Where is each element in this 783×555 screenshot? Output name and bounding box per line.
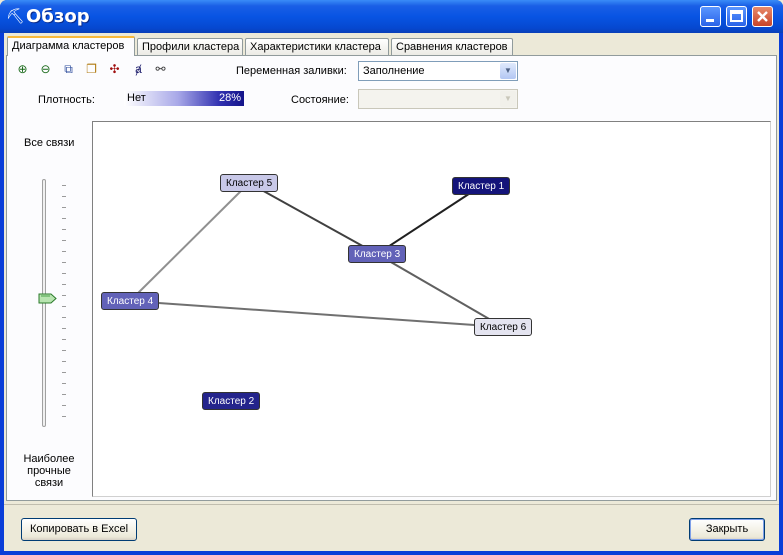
cluster-diagram-canvas[interactable]: Кластер 5 Кластер 1 Кластер 3 Кластер 4 Клас… [92, 121, 771, 497]
density-percent: 28% [218, 92, 241, 104]
cluster-node-c2[interactable]: Кластер 2 [202, 392, 261, 410]
chevron-down-icon[interactable]: ▼ [500, 63, 516, 79]
density-none-label: Нет [127, 92, 146, 104]
footer-divider [4, 504, 779, 505]
edge-c5-c4 [129, 182, 250, 302]
close-icon [757, 11, 768, 22]
strongest-links-label: Наиболее прочные связи [23, 453, 75, 489]
shading-variable-label: Переменная заливки: [236, 65, 347, 77]
copy-icon[interactable]: ⧉ [64, 62, 73, 76]
zoom-in-icon[interactable]: ⊕ [17, 62, 28, 76]
fit-to-window-icon[interactable]: ✣ [109, 62, 120, 76]
title-bar[interactable]: ⛏ Обзор [0, 0, 783, 33]
state-select[interactable]: ▼ [358, 89, 518, 109]
diagram-edges [129, 182, 504, 328]
close-button[interactable]: Закрыть [689, 518, 765, 541]
zoom-out-icon[interactable]: ⊖ [40, 62, 51, 76]
tab-cluster-characteristics[interactable]: Характеристики кластера [245, 38, 389, 55]
slider-thumb[interactable] [38, 293, 57, 304]
edge-c1-c3 [376, 185, 482, 255]
edge-c3-c6 [376, 253, 504, 328]
edge-c4-c6 [129, 300, 504, 328]
window-title: Обзор [26, 6, 90, 27]
all-links-label: Все связи [24, 137, 75, 149]
copy-to-excel-button[interactable]: Копировать в Excel [21, 518, 137, 541]
minimize-button[interactable] [700, 6, 721, 27]
find-node-icon[interactable]: ⱥ [135, 62, 142, 76]
cluster-node-c5[interactable]: Кластер 5 [220, 174, 279, 192]
cluster-node-c1[interactable]: Кластер 1 [452, 177, 511, 195]
tab-cluster-comparisons[interactable]: Сравнения кластеров [391, 38, 513, 55]
copy-visible-icon[interactable]: ❐ [86, 62, 97, 76]
minimize-icon [706, 19, 714, 22]
maximize-icon [730, 10, 743, 22]
pickaxe-icon: ⛏ [6, 8, 26, 25]
density-scale: Нет 28% [124, 91, 244, 106]
tab-cluster-diagram[interactable]: Диаграмма кластеров [7, 36, 135, 56]
shading-variable-select[interactable]: Заполнение ▼ [358, 61, 518, 81]
cluster-node-c4[interactable]: Кластер 4 [101, 292, 160, 310]
close-window-button[interactable] [752, 6, 773, 27]
density-label: Плотность: [38, 94, 95, 106]
shading-variable-value: Заполнение [363, 65, 425, 77]
maximize-button[interactable] [726, 6, 747, 27]
cluster-node-c3[interactable]: Кластер 3 [348, 245, 407, 263]
client-area: Диаграмма кластеров Профили кластера Хар… [4, 33, 779, 551]
edge-c5-c3 [248, 182, 378, 255]
tab-cluster-profiles[interactable]: Профили кластера [137, 38, 243, 55]
slider-ticks [62, 185, 66, 425]
chevron-down-icon: ▼ [500, 91, 516, 107]
state-label: Состояние: [291, 94, 349, 106]
layout-icon[interactable]: ⚯ [155, 62, 166, 76]
cluster-node-c6[interactable]: Кластер 6 [474, 318, 533, 336]
link-strength-slider-area: Все связи Наиболее прочные связи [12, 119, 92, 495]
